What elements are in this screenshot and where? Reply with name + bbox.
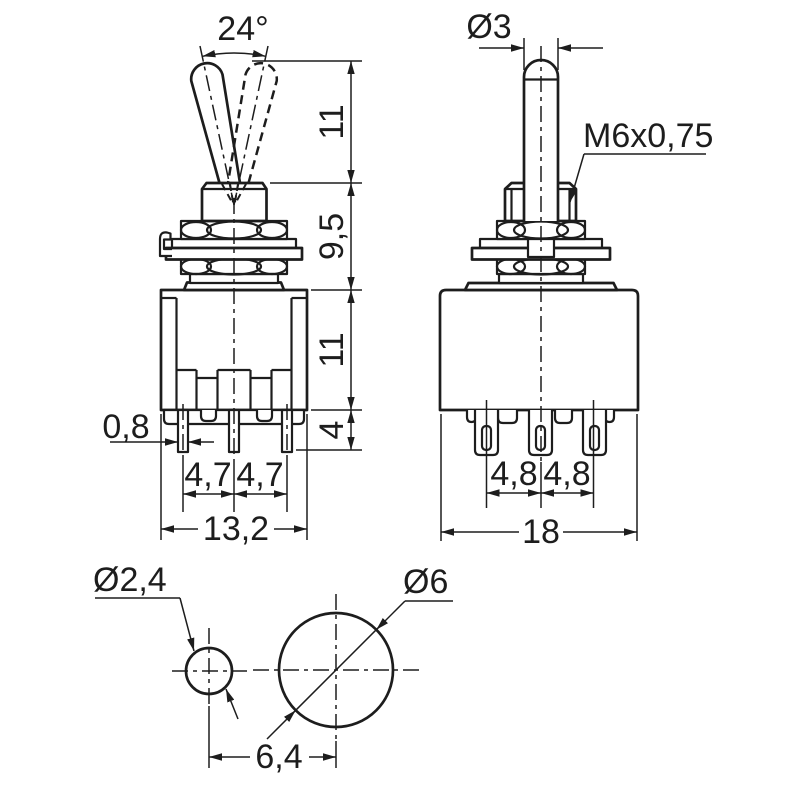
dim-bushing-height: 9,5 <box>313 213 351 260</box>
small-hole-leader <box>95 597 239 720</box>
dim-large-hole: Ø6 <box>403 563 448 601</box>
dim-body-height: 11 <box>313 332 351 367</box>
mounting-holes-view: Ø2,4 Ø6 6,4 <box>93 561 453 776</box>
dim-front-pitch-left: 4,7 <box>184 456 231 494</box>
dim-angle-label: 24° <box>217 10 268 48</box>
dim-pin-width: 0,8 <box>102 408 149 446</box>
dim-front-pitch-right: 4,7 <box>236 456 283 494</box>
side-view: Ø3 M6x0,75 4,8 4,8 18 <box>438 8 713 551</box>
dim-side-pitch-left: 4,8 <box>490 455 537 493</box>
side-width-extension-lines <box>440 414 638 541</box>
dim-side-overall-width: 18 <box>522 513 560 551</box>
thread-label: M6x0,75 <box>583 117 713 155</box>
small-hole-crosshair <box>172 628 247 768</box>
dim-lever-height: 11 <box>313 104 351 139</box>
front-centerlines <box>182 45 288 462</box>
large-hole-diameter-leader <box>266 600 453 740</box>
side-base-tabs <box>465 410 616 425</box>
front-lever-solid <box>189 61 242 184</box>
thread-leader <box>569 153 706 203</box>
dim-pin-length: 4 <box>313 421 351 440</box>
front-base-tab-right <box>255 410 274 423</box>
front-view: 24° 11 9,5 11 4 0,8 4,7 <box>102 10 362 548</box>
dim-small-hole: Ø2,4 <box>93 561 167 599</box>
dim-lever-diameter: Ø3 <box>466 8 511 46</box>
lever-dia-extension-lines <box>523 38 559 70</box>
front-width-extension-lines <box>160 414 308 540</box>
dim-front-overall-width: 13,2 <box>203 510 269 548</box>
front-body-flanges <box>161 296 307 410</box>
front-locking-tab <box>158 231 172 258</box>
dim-hole-spacing: 6,4 <box>255 738 302 776</box>
front-body-top-cap <box>182 281 286 292</box>
front-base-tab-left <box>199 410 218 423</box>
side-body-outline <box>438 288 640 412</box>
angle-arc <box>202 49 266 58</box>
front-lever-phantom <box>226 61 279 184</box>
front-pitch-extension-lines <box>182 458 288 512</box>
dim-side-pitch-right: 4,8 <box>543 455 590 493</box>
